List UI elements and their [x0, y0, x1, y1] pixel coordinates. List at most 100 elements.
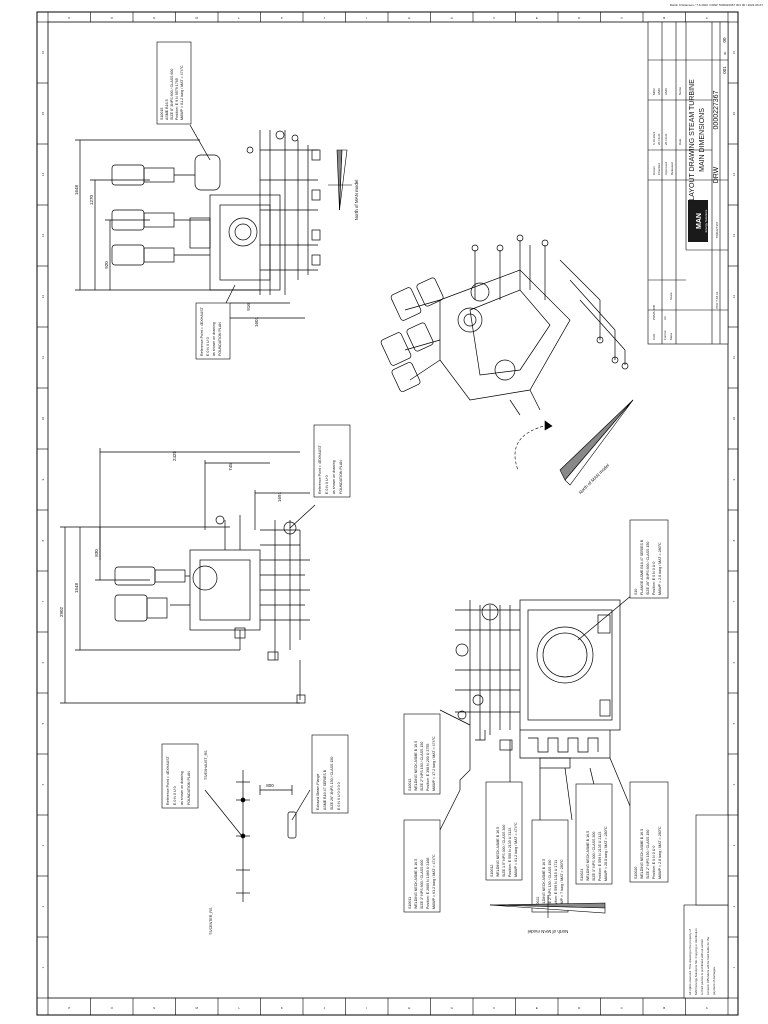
dim-2902: 2902	[59, 606, 64, 617]
drawn-label: Drawn	[652, 166, 656, 175]
zone-number: 7	[732, 600, 736, 602]
zone-letter: L	[238, 16, 240, 20]
date-header: Date	[678, 138, 682, 145]
zone-number: 13	[732, 234, 736, 238]
svg-text:MAN Energy Solutions SE. Copyi: MAN Energy Solutions SE. Copying or dist…	[694, 928, 698, 995]
format-label: Format	[663, 330, 667, 340]
svg-text:Energy Solutions: Energy Solutions	[704, 209, 708, 232]
dim-916: 916	[246, 303, 251, 311]
doc-number: 0000227367	[713, 90, 720, 129]
plot-info: PDF 7 A5 A1	[715, 291, 719, 309]
svg-text:WELDING NECK ASME B 16.5: WELDING NECK ASME B 16.5	[496, 827, 500, 877]
dim-1270: 1270	[89, 194, 94, 205]
svg-text:payment of damages.: payment of damages.	[712, 966, 716, 995]
zone-number: 5	[732, 722, 736, 724]
callout-s10020: S10020 WELDING NECK ASME B 16.5 SIZE 2" …	[629, 781, 669, 883]
svg-text:S10022: S10022	[536, 897, 540, 909]
top-view	[75, 124, 321, 326]
row-date-checked: 20.10.21	[657, 133, 661, 145]
svg-text:ASME B16.5: ASME B16.5	[165, 99, 169, 120]
scale-label: Scale	[669, 292, 673, 300]
zone-number: 9	[732, 478, 736, 480]
svg-text:Position: E 2600 N 1060 U 3168: Position: E 2600 N 1060 U 3168	[426, 858, 430, 909]
zone-letter: D	[578, 1006, 581, 1010]
row-name-approved: HMO	[664, 87, 668, 95]
zone-number: 3	[41, 844, 45, 846]
zone-number: 12	[732, 295, 736, 299]
zone-letter: K	[281, 1006, 283, 1010]
dim-830: 830	[94, 549, 99, 557]
zone-number: 2	[41, 905, 45, 907]
svg-text:FOUNDATION PLAN: FOUNDATION PLAN	[218, 322, 222, 356]
plan-label-bottom: TS/CENTER_RS	[209, 907, 213, 935]
notes-block: All rights reserved. This drawing is the…	[683, 814, 729, 999]
north-arrow-top	[328, 149, 352, 211]
zone-letter: B	[663, 1006, 665, 1010]
zone-number: 3	[732, 844, 736, 846]
title-line-1: LAYOUT DRAWING STEAM TURBINE	[689, 79, 696, 201]
title-block	[647, 21, 729, 345]
svg-text:E 0 N 0 U 0 0 0 0: E 0 N 0 U 0 0 0 0	[337, 782, 341, 810]
zone-number: 6	[732, 661, 736, 663]
zone-letter: E	[536, 16, 538, 20]
cad-label: CAD	[652, 333, 656, 340]
svg-text:MAWP = 61.2 barg / MAT = 474°C: MAWP = 61.2 barg / MAT = 474°C	[180, 65, 184, 120]
zone-letter: C	[621, 16, 624, 20]
svg-text:Reference Point = 4EXHAUST: Reference Point = 4EXHAUST	[318, 444, 322, 494]
svg-text:Position: E 0 N 0 U 0: Position: E 0 N 0 U 0	[652, 846, 656, 879]
zone-letter: N	[153, 1006, 155, 1010]
zone-letter: H	[408, 1006, 410, 1010]
callout-ref-bot: Reference Point = 4EXHAUST E 0 N 0 U 0 a…	[161, 743, 199, 809]
zone-number: 14	[732, 173, 736, 177]
zone-number: 10	[732, 417, 736, 421]
approved-label: Approved	[664, 162, 668, 175]
svg-text:MAWP = 17.2 barg / MAT = 474°C: MAWP = 17.2 barg / MAT = 474°C	[432, 736, 436, 791]
zone-letter: P	[68, 16, 70, 20]
svg-text:MAWP = 2.8 barg / MAT = 280°C: MAWP = 2.8 barg / MAT = 280°C	[658, 542, 662, 595]
released-label: Released	[670, 162, 674, 175]
callout-exhaust: Exhaust Steam Flange ASME B16.47 SERIES …	[311, 734, 349, 814]
zone-letter: M	[196, 1006, 199, 1010]
zone-number: 16	[41, 51, 45, 55]
svg-text:WELDING NECK ASME B 16.5: WELDING NECK ASME B 16.5	[414, 741, 418, 791]
svg-text:S10021: S10021	[580, 869, 584, 881]
zone-number: 10	[41, 417, 45, 421]
revision: 00	[722, 37, 727, 43]
svg-text:Position: E 0 N 0 U 0: Position: E 0 N 0 U 0	[652, 562, 656, 595]
dim-1691: 1691	[277, 491, 282, 502]
svg-text:WELDING NECK ASME B 16.5: WELDING NECK ASME B 16.5	[586, 831, 590, 881]
row-name-drawn: MKR	[652, 88, 656, 96]
zone-letter: A	[706, 16, 708, 20]
zone-number: 11	[41, 356, 45, 359]
callout-s10013: S10013 WELDING NECK ASME B 16.5 SIZE 2" …	[403, 713, 441, 795]
svg-text:WELDING NECK ASME B 16.5: WELDING NECK ASME B 16.5	[414, 859, 418, 909]
zone-letter: I	[366, 1006, 367, 1010]
outer-border	[36, 11, 739, 1016]
zone-number: 1	[41, 966, 45, 968]
cad-value: PDMS 30B	[652, 305, 656, 320]
zone-number: 12	[41, 295, 45, 299]
svg-text:E 0 N 0 U 0: E 0 N 0 U 0	[173, 786, 177, 805]
svg-text:Reference Point = 4EXHAUST: Reference Point = 4EXHAUST	[200, 306, 204, 356]
zone-number: 14	[41, 173, 45, 177]
zone-letter: G	[451, 1006, 454, 1010]
zone-letter: H	[408, 16, 410, 20]
zone-letter: K	[281, 16, 283, 20]
zone-letter: A	[706, 1006, 708, 1010]
svg-text:Position: E 599 N 1315 U 1711: Position: E 599 N 1315 U 1711	[554, 860, 558, 909]
svg-text:All rights reserved. This draw: All rights reserved. This drawing is the…	[688, 929, 692, 995]
dim-800: 800	[266, 783, 274, 788]
row-date-drawn: 6.10.2021	[652, 131, 656, 145]
svg-text:SIZE 2" NPS 150 / CLASS 150: SIZE 2" NPS 150 / CLASS 150	[548, 860, 552, 909]
svg-text:SIZE 1.5" NPS 300 / CLASS 300: SIZE 1.5" NPS 300 / CLASS 300	[502, 825, 506, 877]
callout-flange-top: S10 FLANGE ASME B16.47 SERIES B SIZE 26"…	[629, 519, 669, 599]
zone-letter: J	[324, 16, 326, 20]
callout-s10022: S10022 WELDING NECK ASME B 16.5 SIZE 2" …	[531, 819, 569, 913]
dim-1601: 1601	[254, 316, 259, 327]
title-line-2: MAIN DIMENSIONS	[699, 108, 706, 172]
zone-number: 8	[41, 539, 45, 541]
svg-text:consent. Offenders will be hel: consent. Offenders will be held liable f…	[706, 937, 710, 995]
svg-text:Position: E 9 N 9579 1765: Position: E 9 N 9579 1765	[175, 78, 179, 120]
zone-number: 2	[732, 905, 736, 907]
